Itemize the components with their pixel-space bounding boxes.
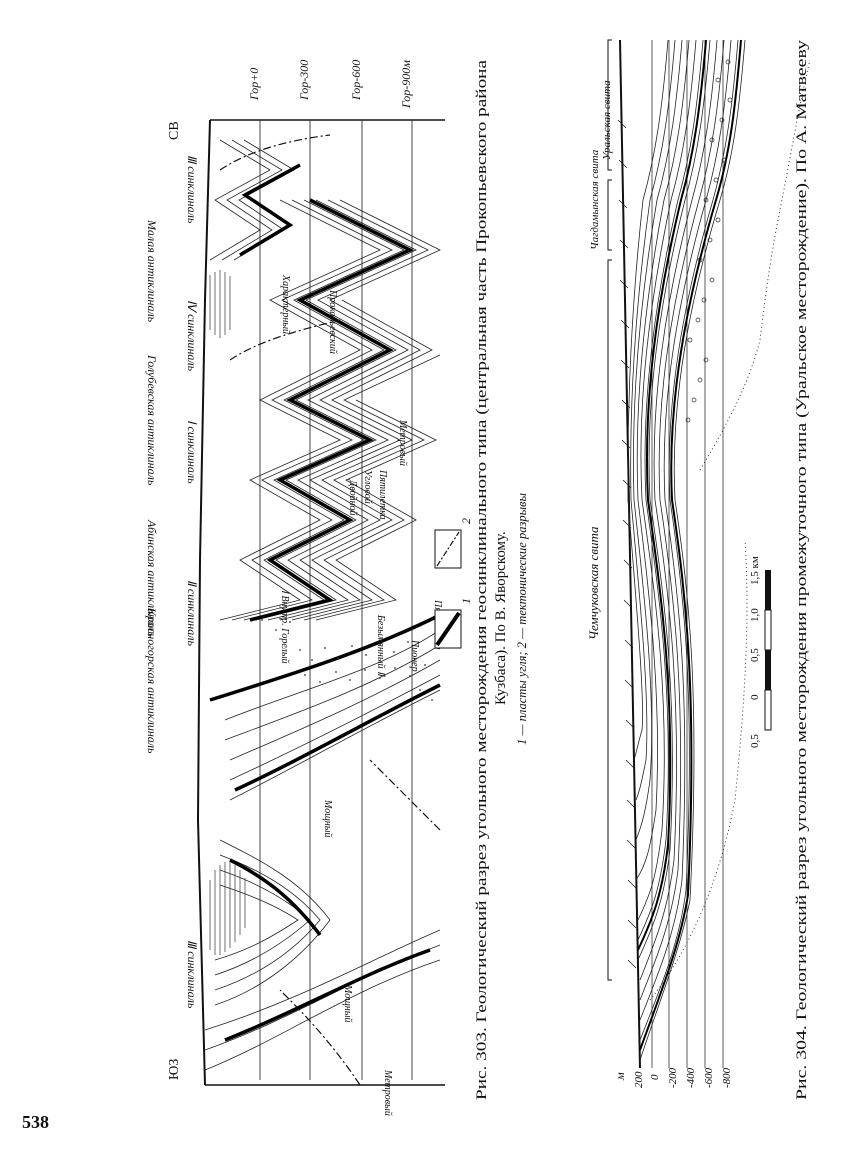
fig304-strata <box>627 39 746 1061</box>
fig303-legend: 1 2 <box>434 518 473 649</box>
figure-304: м 200 0 -200 -400 -600 -800 <box>586 39 811 1100</box>
fig303-structure-labels: Ⅲ синклиналь Красногорская антиклиналь Ⅱ… <box>145 155 199 1009</box>
depth-tick: -200 <box>667 1067 679 1088</box>
seam-label: Прокопьевский <box>327 289 338 354</box>
fig304-suite-brackets <box>607 39 612 981</box>
direction-ne: СВ <box>167 121 182 140</box>
fig304-coal-seams <box>637 39 742 1051</box>
depth-tick: -800 <box>721 1067 733 1088</box>
seam-label: Безымянный Ⅱ <box>375 614 386 677</box>
fig303-caption-line2: Кузбаса). По В. Яворскому. <box>493 531 509 705</box>
legend-num-2: 2 <box>459 518 473 524</box>
depth-unit: м <box>613 1072 627 1081</box>
seam-label: Ⅰ Внутр. Горелый <box>279 590 290 664</box>
seam-label: Метровый <box>397 419 408 466</box>
scale-tick: 1,5 км <box>749 556 761 585</box>
suite-label-chemchukovskaya: Чемчуковская свита <box>586 526 601 640</box>
scale-tick: 0,5 <box>749 734 761 748</box>
horizon-label-600: Гор-600 <box>349 60 363 101</box>
seam-label: Пятилетка <box>377 469 388 520</box>
structure-label: Ⅰ синклиналь <box>185 420 199 484</box>
structure-label: Ⅲ синклиналь <box>185 155 199 224</box>
fig304-caption: Рис. 304. Геологический разрез угольного… <box>794 39 810 1100</box>
scale-tick: 0,5 <box>749 648 761 662</box>
seam-label: Мощный <box>342 984 353 1022</box>
structure-label: Малая антиклиналь <box>145 219 159 323</box>
depth-ticks: 200 0 -200 -400 -600 -800 <box>633 1067 733 1088</box>
depth-tick: 200 <box>633 1071 645 1088</box>
fig303-faults <box>219 134 441 1086</box>
structure-label: Абинская антиклиналь <box>145 519 159 637</box>
structure-label: Голубевская антиклиналь <box>145 354 159 486</box>
seam-label: Угловой <box>362 470 373 504</box>
suite-label-uralskaya: Уральская свита <box>601 80 613 160</box>
fig303-section-outline <box>196 119 211 1086</box>
figure-303: ЮЗ СВ Гор+0 Гор-300 Гор-600 Гор-900м Ⅲ с… <box>145 60 529 1116</box>
legend-num-1: 1 <box>459 598 473 604</box>
fig303-seam-labels: Мощный Метровый Пионер Пятилетка Безымян… <box>279 274 443 1116</box>
depth-tick: 0 <box>649 1074 661 1080</box>
scale-tick: 0 <box>749 694 761 700</box>
fig304-conglomerate <box>685 59 733 423</box>
fig304-dotted <box>649 59 811 1001</box>
horizon-label-0: Гор+0 <box>247 68 261 101</box>
direction-sw: ЮЗ <box>167 1059 182 1080</box>
structure-label: Ⅳ синклиналь <box>185 300 199 372</box>
horizon-label-300: Гор-300 <box>297 60 311 101</box>
fig303-hatch-zones <box>209 270 246 955</box>
horizon-label-900: Гор-900м <box>399 60 413 109</box>
fig304-surface-hatch <box>617 119 637 969</box>
fig303-caption-line1: Рис. 303. Геологический разрез угольного… <box>474 60 490 1100</box>
seam-label: Метровый <box>382 1069 393 1116</box>
structure-label: Красногорская антиклиналь <box>145 607 159 754</box>
page-number: 538 <box>22 1112 49 1132</box>
seam-label: Пионер <box>409 639 420 672</box>
structure-label: Ⅱ синклиналь <box>185 580 199 646</box>
suite-label-chagdamynskaya: Чагдамынская свита <box>589 149 601 250</box>
depth-tick: -400 <box>685 1067 697 1088</box>
fig304-scale-bar: 0,5 0 0,5 1,0 1,5 км <box>749 556 772 748</box>
structure-label: Ⅲ синклиналь <box>185 940 199 1009</box>
fig304-surface <box>619 39 641 1069</box>
scale-tick: 1,0 <box>749 608 761 622</box>
fig303-legend-text: 1 — пласты угля; 2 — тектонические разры… <box>515 493 529 745</box>
fig303-sandstone-dots <box>261 619 433 701</box>
depth-tick: -600 <box>703 1067 715 1088</box>
seam-label: Мощный <box>322 799 333 837</box>
seam-label: Двойной <box>347 479 358 516</box>
fig303-coal-seams <box>209 163 441 1042</box>
seam-label: Характерный <box>280 274 291 334</box>
